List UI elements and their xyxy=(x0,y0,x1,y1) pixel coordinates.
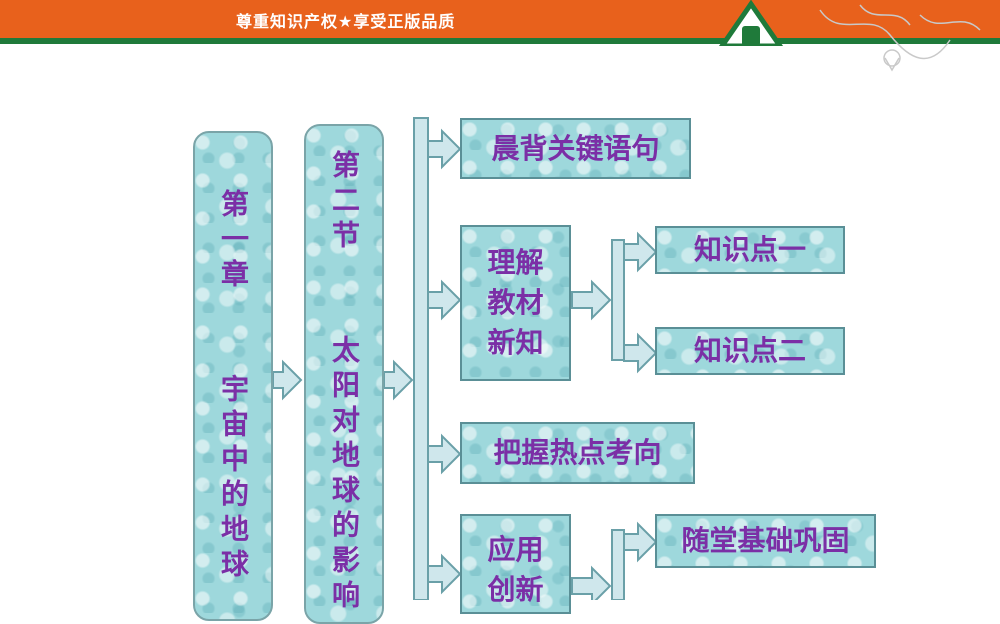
arrow-understand-to-sub xyxy=(571,279,612,321)
arrow-apply-to-sub xyxy=(571,565,612,600)
sub-branch-1 xyxy=(611,239,625,361)
sub-branch-2 xyxy=(611,529,625,600)
knowledge-point-1-label: 知识点一 xyxy=(693,233,806,266)
class-consolidation-box[interactable]: 随堂基础巩固 xyxy=(655,514,876,568)
arrow-to-point1 xyxy=(623,231,658,273)
section-title: 第二节 太阳对地球的影响 xyxy=(328,150,361,615)
branch-trunk xyxy=(413,117,429,600)
arrow-to-apply xyxy=(427,553,462,595)
arrow-to-recite xyxy=(427,128,462,170)
arrow-chapter-to-section xyxy=(272,359,303,401)
class-consolidation-label: 随堂基础巩固 xyxy=(681,524,850,557)
decorative-swirl-icon xyxy=(819,4,981,72)
understand-new-knowledge-label: 理解 教材 新知 xyxy=(487,246,544,359)
grasp-hotspots-box[interactable]: 把握热点考向 xyxy=(460,422,695,484)
arrow-to-understand xyxy=(427,279,462,321)
apply-innovate-box[interactable]: 应用 创新 xyxy=(460,514,571,614)
logo-icon xyxy=(718,0,784,46)
arrow-section-to-branch xyxy=(383,359,414,401)
section-box[interactable]: 第二节 太阳对地球的影响 xyxy=(304,124,384,624)
recite-key-sentences-label: 晨背关键语句 xyxy=(491,131,660,165)
chapter-box[interactable]: 第一章 宇宙中的地球 xyxy=(193,131,273,621)
knowledge-point-2-box[interactable]: 知识点二 xyxy=(655,327,845,375)
understand-new-knowledge-box[interactable]: 理解 教材 新知 xyxy=(460,225,571,381)
arrow-to-hotspot xyxy=(427,433,462,475)
apply-innovate-label: 应用 创新 xyxy=(487,533,544,606)
connector-arrows xyxy=(272,117,658,600)
recite-key-sentences-box[interactable]: 晨背关键语句 xyxy=(460,118,691,179)
slogan-text: 尊重知识产权★享受正版品质 xyxy=(236,12,456,31)
header-stripe xyxy=(0,38,1000,44)
chapter-title: 第一章 宇宙中的地球 xyxy=(217,189,250,584)
knowledge-point-1-box[interactable]: 知识点一 xyxy=(655,226,845,274)
arrow-to-consolidate xyxy=(623,521,658,563)
knowledge-point-2-label: 知识点二 xyxy=(693,334,806,367)
arrow-to-point2 xyxy=(623,332,658,374)
header-bar: 尊重知识产权★享受正版品质 xyxy=(0,0,1000,38)
grasp-hotspots-label: 把握热点考向 xyxy=(493,436,662,469)
